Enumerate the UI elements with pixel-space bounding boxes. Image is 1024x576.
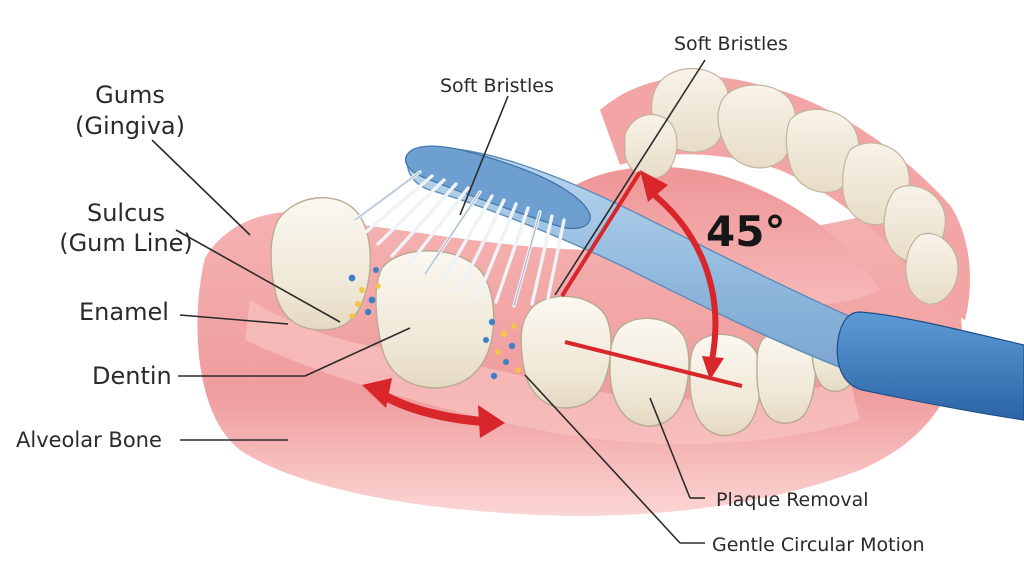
toothbrush-grip — [836, 311, 1024, 421]
label-soft-bristles: Soft Bristles — [440, 75, 554, 97]
angle-line-brush — [560, 170, 642, 298]
label-gum-line: (Gum Line) — [59, 229, 193, 257]
toothbrush-head — [404, 145, 591, 229]
leader-soft-bristles — [459, 95, 509, 216]
back-teeth — [624, 67, 959, 305]
canine-tooth — [689, 333, 762, 437]
leader-plaque-a — [649, 397, 691, 499]
leader-gums — [151, 139, 251, 236]
toothbrush-bristles — [353, 170, 566, 308]
motion-arrowhead-left — [362, 378, 392, 408]
plaque-particles — [348, 267, 521, 380]
label-gums: Gums — [95, 81, 165, 109]
label-dentin: Dentin — [92, 362, 172, 390]
premolar-tooth — [609, 317, 690, 427]
toothbrush — [353, 145, 1024, 421]
angle-indicator — [560, 170, 743, 388]
labels: Gums (Gingiva) Sulcus (Gum Line) Enamel … — [16, 33, 925, 556]
label-gingiva: (Gingiva) — [75, 112, 185, 140]
back-tooth — [717, 84, 797, 169]
angle-line-tooth — [564, 340, 743, 388]
back-tooth — [905, 232, 959, 305]
leader-motion-a — [524, 374, 681, 544]
back-tooth — [785, 108, 860, 193]
motion-arrowhead-right — [478, 405, 505, 438]
label-plaque-removal: Plaque Removal — [716, 489, 869, 511]
label-alveolar-bone: Alveolar Bone — [16, 428, 162, 452]
angle-arc — [646, 187, 719, 361]
leader-lines — [151, 59, 706, 544]
label-soft-bristles-top: Soft Bristles — [674, 33, 788, 55]
leader-sulcus — [175, 229, 341, 323]
motion-arrow — [362, 378, 505, 438]
angle-arrowhead-bottom — [702, 356, 724, 380]
molar-tooth — [270, 196, 371, 331]
label-gentle-circular-motion: Gentle Circular Motion — [712, 534, 925, 556]
angle-arrowhead-top — [640, 170, 668, 202]
leader-enamel — [179, 314, 289, 325]
leader-soft-bristles-top — [554, 59, 706, 296]
back-tooth — [624, 114, 678, 179]
molar-tooth — [375, 250, 495, 389]
premolar-tooth — [520, 295, 612, 409]
leader-dentin-b — [304, 327, 411, 377]
label-sulcus: Sulcus — [87, 199, 165, 227]
palate — [560, 166, 880, 305]
label-enamel: Enamel — [79, 298, 169, 326]
label-angle: 45° — [706, 207, 785, 256]
